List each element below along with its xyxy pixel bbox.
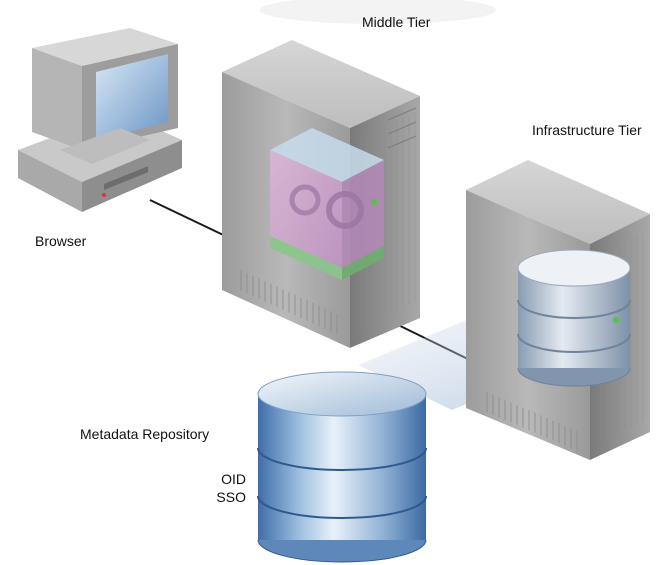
oid-label: OID — [221, 471, 246, 487]
metadata-repository-label: Metadata Repository — [80, 426, 210, 442]
middle-tier-label: Middle Tier — [362, 14, 431, 30]
desktop-computer-icon — [18, 28, 182, 212]
repository-components: OID SSO — [196, 470, 246, 506]
server-tower-icon — [222, 40, 420, 348]
infrastructure-tier-label: Infrastructure Tier — [532, 122, 642, 138]
browser-label: Browser — [35, 233, 87, 249]
database-cylinder-icon — [257, 371, 427, 563]
sso-label: SSO — [216, 489, 246, 505]
server-tower-icon — [466, 160, 650, 460]
title-glow — [260, 0, 496, 24]
